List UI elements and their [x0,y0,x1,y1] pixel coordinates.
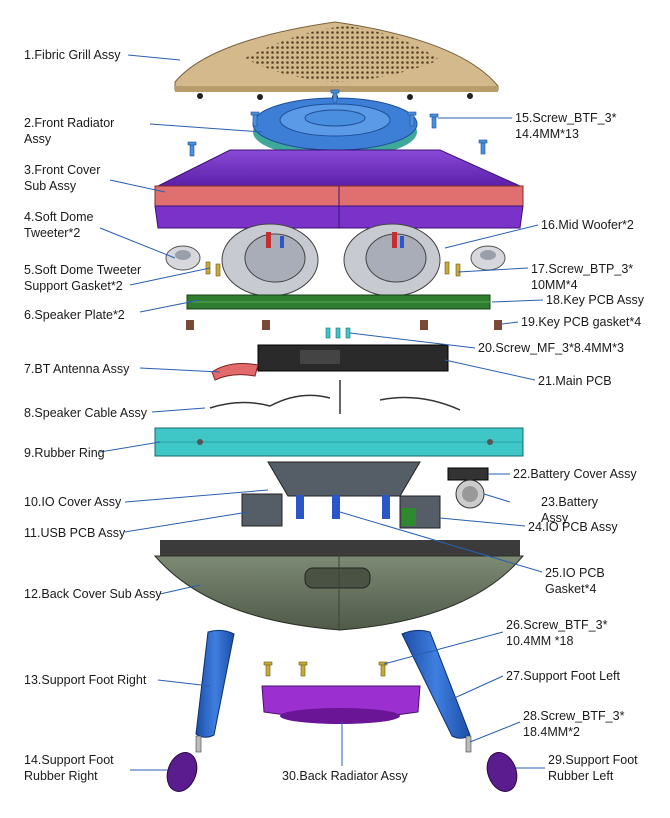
label-27: 27.Support Foot Left [506,669,620,683]
label-21: 21.Main PCB [538,374,612,388]
foot-rubbers [166,752,518,792]
front-radiator [252,97,418,158]
label-13: 13.Support Foot Right [24,673,147,687]
speaker-cable [209,380,461,414]
label-23: 23.Battery Assy [541,495,598,525]
screws-28 [195,735,472,753]
label-16: 16.Mid Woofer*2 [541,218,634,232]
label-19: 19.Key PCB gasket*4 [521,315,642,329]
label-2: 2.Front Radiator Assy [24,116,115,146]
label-10: 10.IO Cover Assy [24,495,122,509]
label-18: 18.Key PCB Assy [546,293,644,307]
label-30: 30.Back Radiator Assy [282,769,408,783]
key-pcb-gaskets [186,320,502,330]
label-14: 14.Support Foot Rubber Right [24,753,114,783]
label-6: 6.Speaker Plate*2 [24,308,125,322]
support-feet [195,629,471,739]
screws-15 [187,89,488,157]
label-28: 28.Screw_BTF_3* 18.4MM*2 [523,709,625,739]
label-8: 8.Speaker Cable Assy [24,406,147,420]
label-29: 29.Support Foot Rubber Left [548,753,638,783]
label-4: 4.Soft Dome Tweeter*2 [24,210,94,240]
label-9: 9.Rubber Ring [24,446,105,460]
back-radiator [261,685,421,724]
label-12: 12.Back Cover Sub Assy [24,587,162,601]
screws-20 [325,327,351,339]
speaker-drivers [165,223,506,297]
label-17: 17.Screw_BTP_3* 10MM*4 [531,262,634,292]
main-pcb [211,344,449,381]
front-cover [154,149,524,229]
label-22: 22.Battery Cover Assy [513,467,637,481]
key-pcb [186,294,491,310]
label-24: 24.IO PCB Assy [528,520,618,534]
label-5: 5.Soft Dome Tweeter Support Gasket*2 [24,263,142,293]
io-cover [267,461,421,497]
label-3: 3.Front Cover Sub Assy [24,163,101,193]
fabric-grill [174,21,499,100]
label-1: 1.Fibric Grill Assy [24,48,121,62]
battery [447,467,489,509]
leader-lines [99,54,545,771]
back-cover [153,540,525,631]
label-11: 11.USB PCB Assy [24,526,126,540]
label-25: 25.IO PCB Gasket*4 [545,566,605,596]
rubber-ring [154,427,524,457]
label-26: 26.Screw_BTF_3* 10.4MM *18 [506,618,608,648]
label-7: 7.BT Antenna Assy [24,362,130,376]
screws-26 [263,661,388,677]
io-boards [241,493,441,529]
label-20: 20.Screw_MF_3*8.4MM*3 [478,341,624,355]
label-15: 15.Screw_BTF_3* 14.4MM*13 [515,111,617,141]
